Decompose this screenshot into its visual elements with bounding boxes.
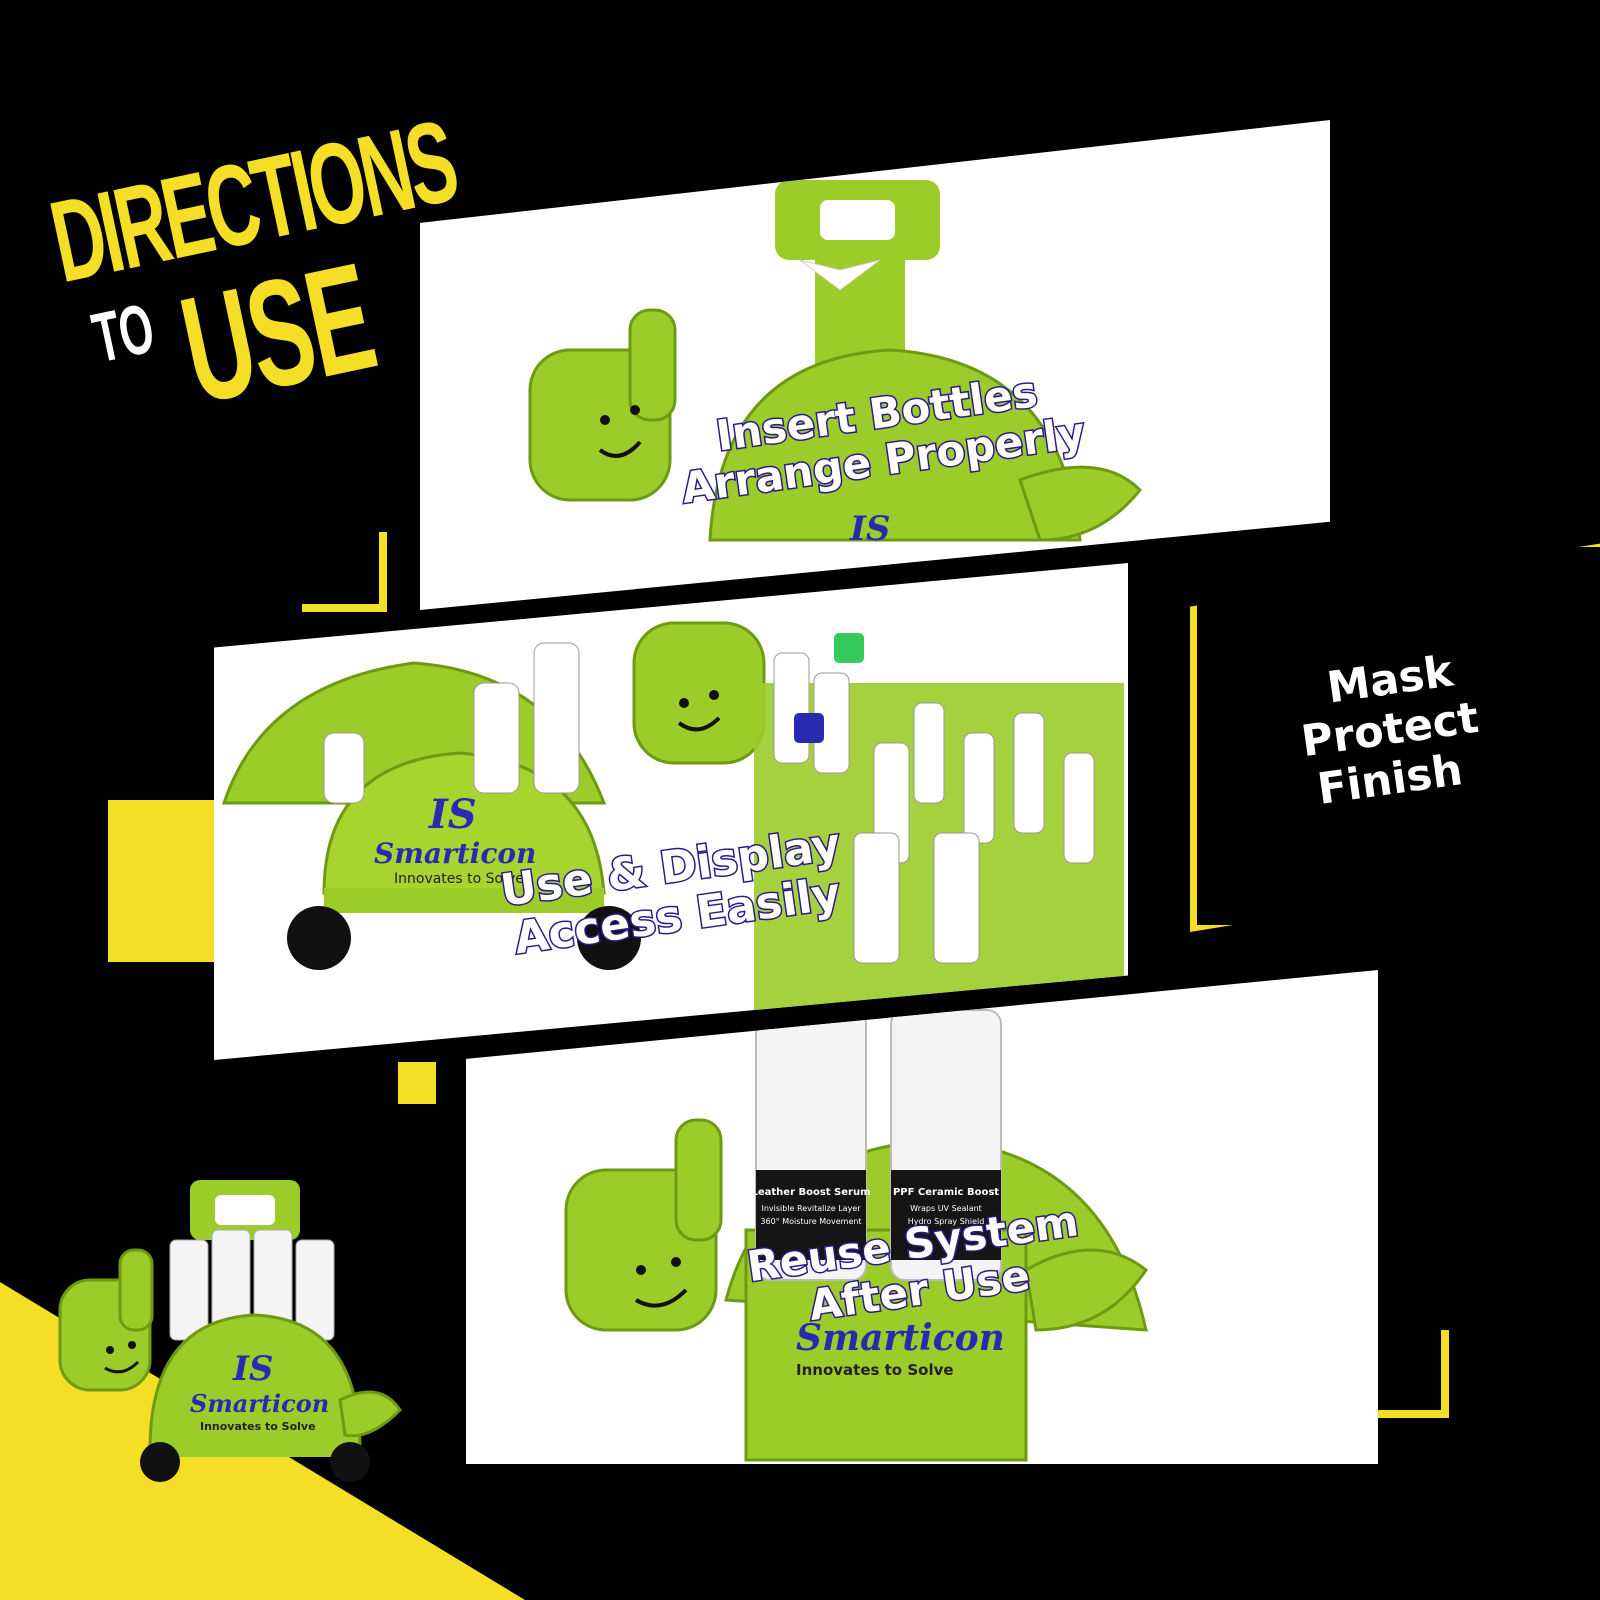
corner-bracket-1-v <box>379 532 387 612</box>
brand-name-2: Smarticon <box>374 837 536 870</box>
bottle-1-sub2: 360° Moisture Movement <box>760 1217 861 1226</box>
product-tagline: Innovates to Solve <box>200 1420 316 1433</box>
brand-monogram: IS <box>849 509 890 549</box>
stand-illustration-3: Leather Boost Serum Invisible Revitalize… <box>564 1009 1149 1462</box>
brand-monogram-2: IS <box>428 791 477 838</box>
accent-square <box>398 1062 436 1104</box>
step-panel-1: IS Insert Bottles Arrange Properly <box>420 120 1330 610</box>
brand-tagline-2: Innovates to Solve <box>394 871 524 887</box>
brand-name-3: Smarticon <box>796 1317 1005 1359</box>
bottle-2-sub2: Hydro Spray Shield <box>908 1217 985 1226</box>
corner-bracket-2-h <box>1367 1410 1449 1418</box>
stand-illustration-1: IS <box>528 180 1143 549</box>
bottle-1-sub1: Invisible Revitalize Layer <box>761 1204 861 1213</box>
product-stand-image: IS Smarticon Innovates to Solve <box>58 1180 402 1482</box>
brand-tagline-3: Innovates to Solve <box>796 1361 954 1379</box>
bottle-1-title: Leather Boost Serum <box>751 1187 870 1198</box>
stand-illustration-2: IS Smarticon Innovates to Solve <box>221 621 1124 1060</box>
corner-bracket-2-v <box>1441 1330 1449 1418</box>
corner-bracket-1-h <box>302 604 387 612</box>
product-monogram: IS <box>232 1349 273 1389</box>
bottle-2-title: PPF Ceramic Boost <box>893 1187 999 1198</box>
accent-block-left <box>108 800 228 962</box>
product-brand-name: Smarticon <box>190 1389 329 1418</box>
bottle-2-sub1: Wraps UV Sealant <box>910 1204 982 1213</box>
step-panel-3: Leather Boost Serum Invisible Revitalize… <box>466 970 1378 1464</box>
side-box <box>1198 548 1600 910</box>
step-panel-2: IS Smarticon Innovates to Solve Use & Di… <box>214 563 1128 1060</box>
